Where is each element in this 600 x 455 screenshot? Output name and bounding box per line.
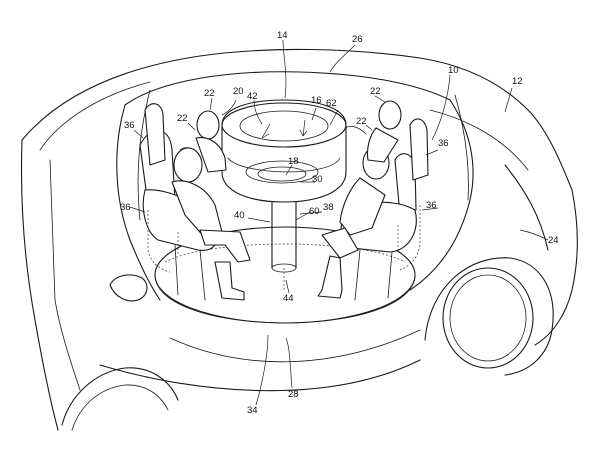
numeral-22-top-left: 22	[204, 88, 215, 99]
seat-front-left	[144, 103, 166, 166]
numeral-44: 44	[283, 293, 294, 304]
numeral-22-right: 22	[356, 116, 367, 127]
table-pedestal	[271, 189, 297, 290]
vehicle-body	[20, 48, 578, 431]
reference-numerals: 14 26 10 12 20 42 16 22 22 22 22 62 36 3…	[120, 30, 559, 416]
round-table	[221, 99, 347, 203]
numeral-12: 12	[512, 76, 523, 87]
numeral-34: 34	[247, 405, 258, 416]
numeral-42: 42	[247, 91, 258, 102]
occupant-right-rear	[344, 100, 402, 163]
cabin-enclosure	[116, 71, 474, 301]
numeral-14: 14	[277, 30, 288, 41]
numeral-30: 30	[312, 174, 323, 185]
seat-rear-right	[409, 118, 429, 181]
numeral-36-upper-left: 36	[124, 120, 135, 131]
numeral-16: 16	[311, 95, 322, 106]
leader-lines	[129, 39, 549, 406]
numeral-36-upper-right: 36	[438, 138, 449, 149]
numeral-26: 26	[352, 34, 363, 45]
numeral-18: 18	[288, 156, 299, 167]
numeral-38: 38	[323, 202, 334, 213]
numeral-20: 20	[233, 86, 244, 97]
numeral-10: 10	[448, 65, 459, 76]
floor-platform	[154, 226, 416, 324]
occupant-left-front	[171, 147, 251, 301]
numeral-24: 24	[548, 235, 559, 246]
numeral-60: 60	[309, 206, 320, 217]
numeral-36-lower-right: 36	[426, 200, 437, 211]
wall-panels	[147, 205, 421, 273]
numeral-22-left: 22	[177, 113, 188, 124]
occupant-right-front	[317, 146, 390, 299]
numeral-36-lower-left: 36	[120, 202, 131, 213]
numeral-22-top-right: 22	[370, 86, 381, 97]
numeral-28: 28	[288, 389, 299, 400]
numeral-40: 40	[234, 210, 245, 221]
occupant-left-rear	[195, 110, 227, 173]
numeral-62: 62	[326, 98, 337, 109]
